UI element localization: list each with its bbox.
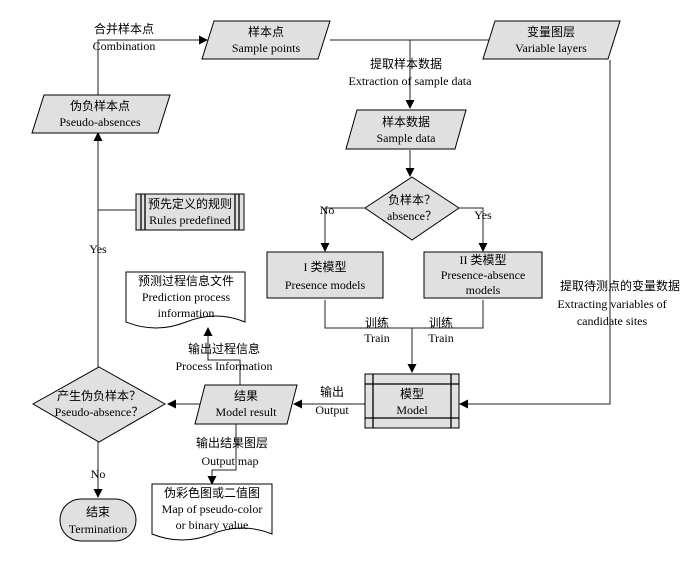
node-presence-absence-models-zh: II 类模型 — [460, 253, 507, 267]
label-output-en: Output — [315, 403, 349, 417]
node-sample-points: 样本点 Sample points — [201, 20, 331, 60]
node-model-zh: 模型 — [400, 387, 424, 401]
node-pseudo-absences: 伪负样本点 Pseudo-absences — [31, 94, 171, 134]
node-prediction-info-zh: 预测过程信息文件 — [138, 273, 234, 288]
label-train-left-zh: 训练 — [365, 315, 389, 330]
label-no-end: No — [91, 467, 106, 481]
node-sample-data-en: Sample data — [377, 131, 437, 145]
node-presence-absence-models-en2: models — [466, 283, 501, 297]
label-no-branch: No — [320, 203, 335, 217]
node-sample-points-zh: 样本点 — [248, 24, 284, 39]
label-train-left-en: Train — [364, 331, 390, 345]
node-absence-decision-en: absence？ — [387, 209, 437, 223]
connector-process-info — [203, 327, 241, 385]
node-output-map-zh: 伪彩色图或二值图 — [164, 485, 260, 500]
label-combination-zh: 合并样本点 — [94, 21, 154, 36]
node-presence-models-en: Presence models — [285, 278, 366, 292]
node-prediction-info-en2: information — [158, 306, 215, 320]
node-termination-zh: 结束 — [86, 505, 110, 519]
node-pseudo-absences-en: Pseudo-absences — [59, 115, 141, 129]
connector-combination — [97, 35, 208, 100]
node-output-map-en2: or binary value — [176, 518, 249, 532]
node-pseudo-absences-zh: 伪负样本点 — [70, 98, 130, 113]
edge-labels: 合并样本点 Combination 提取样本数据 Extraction of s… — [89, 21, 680, 481]
label-output-zh: 输出 — [320, 384, 344, 399]
node-rules-predefined-en: Rules predefined — [149, 213, 231, 227]
connector-yes-branch — [458, 207, 488, 252]
node-termination-en: Termination — [69, 522, 127, 536]
label-train-right-zh: 训练 — [429, 315, 453, 330]
node-variable-layers-zh: 变量图层 — [527, 24, 575, 39]
node-sample-data-zh: 样本数据 — [382, 114, 430, 129]
node-model-result: 结果 Model result — [194, 384, 298, 425]
label-output-map-zh: 输出结果图层 — [196, 435, 268, 450]
node-pseudo-decision: 产生伪负样本？ Pseudo-absence？ — [31, 366, 167, 443]
node-presence-models: I 类模型 Presence models — [266, 251, 384, 299]
node-prediction-info-en1: Prediction process — [142, 290, 231, 304]
node-variable-layers-en: Variable layers — [515, 41, 587, 55]
node-output-map-en1: Map of pseudo-color — [162, 502, 263, 516]
node-prediction-info: 预测过程信息文件 Prediction process information — [125, 271, 246, 329]
label-process-info-zh: 输出过程信息 — [188, 341, 260, 356]
node-termination: 结束 Termination — [59, 498, 137, 542]
node-absence-decision: 负样本？ absence？ — [364, 176, 460, 241]
node-rules-predefined: 预先定义的规则 Rules predefined — [135, 193, 245, 231]
connector-candidate-sites — [459, 60, 611, 409]
connector-train-left — [324, 300, 412, 329]
label-extraction-en: Extraction of sample data — [349, 74, 473, 88]
connector-no-branch — [320, 207, 366, 252]
node-model-result-zh: 结果 — [234, 389, 258, 403]
node-rules-predefined-zh: 预先定义的规则 — [148, 196, 232, 211]
label-combination-en: Combination — [93, 39, 156, 53]
label-candidates-en1: Extracting variables of — [557, 297, 666, 311]
label-output-map-en: Output map — [202, 454, 259, 468]
label-process-info-en: Process Information — [176, 359, 273, 373]
connector-output-map — [207, 424, 237, 485]
label-candidates-zh: 提取待测点的变量数据 — [560, 278, 680, 293]
node-presence-absence-models-en1: Presence-absence — [441, 268, 526, 282]
node-absence-decision-zh: 负样本？ — [388, 192, 436, 207]
node-model-en: Model — [396, 403, 428, 417]
node-sample-points-en: Sample points — [232, 41, 301, 55]
node-presence-absence-models: II 类模型 Presence-absence models — [423, 251, 543, 299]
node-pseudo-decision-zh: 产生伪负样本？ — [57, 388, 141, 403]
connector-train-right — [412, 300, 484, 329]
node-variable-layers: 变量图层 Variable layers — [482, 20, 621, 60]
label-train-right-en: Train — [428, 331, 454, 345]
label-yes-loop: Yes — [89, 242, 107, 256]
label-extraction-zh: 提取样本数据 — [370, 56, 442, 71]
node-sample-data: 样本数据 Sample data — [345, 109, 467, 150]
node-output-map: 伪彩色图或二值图 Map of pseudo-color or binary v… — [151, 483, 273, 541]
node-pseudo-decision-en: Pseudo-absence？ — [55, 405, 144, 419]
node-presence-models-zh: I 类模型 — [304, 260, 347, 274]
connectors — [93, 35, 611, 498]
node-model: 模型 Model — [364, 373, 460, 429]
node-model-result-en: Model result — [216, 405, 278, 419]
label-candidates-en2: candidate sites — [577, 314, 648, 328]
label-yes-branch: Yes — [474, 208, 492, 222]
